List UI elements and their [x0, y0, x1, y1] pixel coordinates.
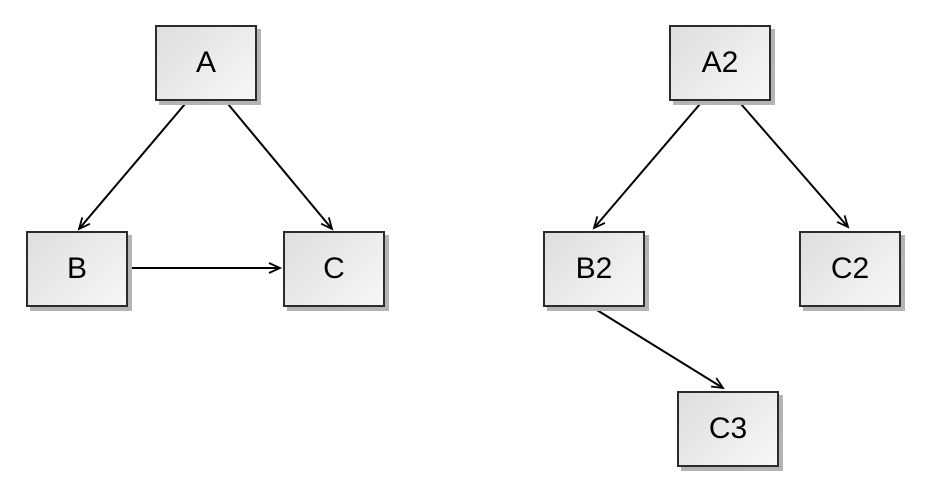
node-A2-label: A2 — [701, 46, 739, 79]
edge-A-to-C — [227, 103, 334, 231]
edge-A2-to-C2 — [740, 103, 850, 229]
node-C: C — [283, 231, 385, 307]
node-B2: B2 — [543, 231, 645, 307]
edge-B2-to-C3 — [591, 306, 725, 390]
node-A2: A2 — [669, 25, 771, 101]
edge-A2-to-B2 — [592, 103, 701, 230]
node-C-label: C — [323, 252, 345, 285]
edge-A-to-B — [77, 103, 186, 231]
node-A: A — [155, 25, 257, 101]
node-B-label: B — [66, 252, 87, 285]
node-B2-label: B2 — [575, 252, 613, 285]
node-C2-label: C2 — [830, 252, 870, 285]
node-C3: C3 — [677, 391, 779, 467]
node-B: B — [26, 231, 128, 307]
node-C3-label: C3 — [708, 412, 748, 445]
node-C2: C2 — [799, 231, 901, 307]
node-A-label: A — [195, 46, 216, 79]
